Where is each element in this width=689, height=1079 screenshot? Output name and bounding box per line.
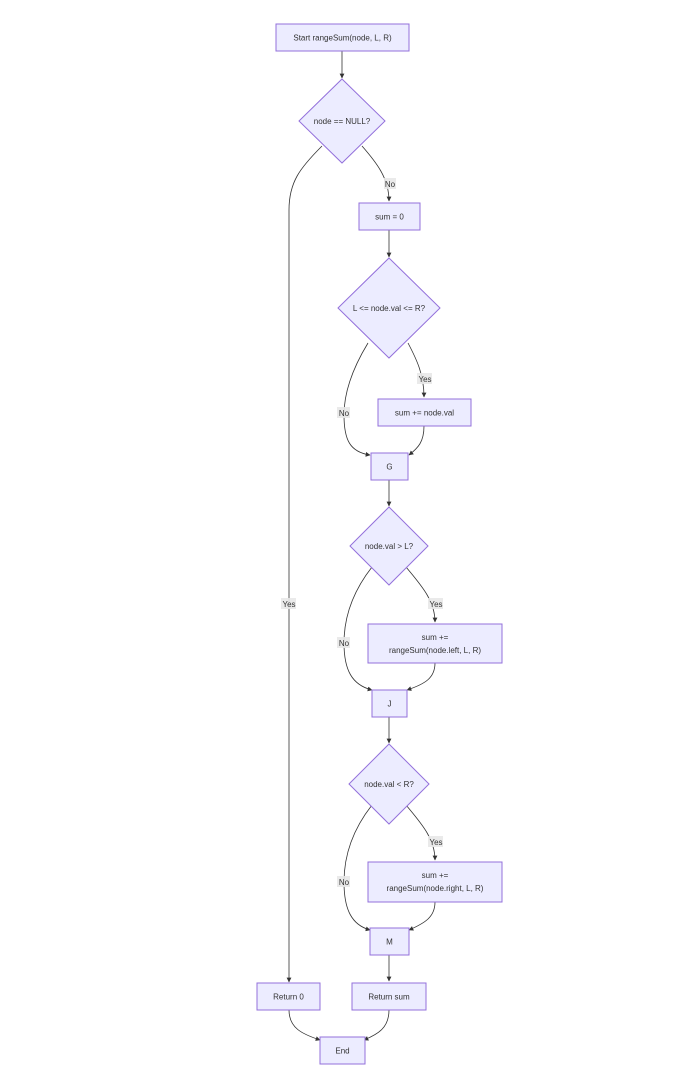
edge-label-text: No [339,639,350,648]
m-junction-node: M [369,927,410,956]
add-left-node: sum += rangeSum(node.left, L, R) [367,623,503,664]
ltr-check-decision: node.val < R? [348,743,430,825]
edge-label-text: Yes [282,600,295,609]
range-check-label: L <= node.val <= R? [353,304,426,313]
end-node: End [319,1036,366,1065]
return-sum-label: Return sum [368,993,410,1002]
add-val-label: sum += node.val [395,409,454,418]
edge-null-yes-to-return-zero [286,145,323,983]
edge-label-range-yes: Yes [417,373,432,384]
edge-label-ltr-no: No [337,876,350,887]
j-junction-label: J [388,700,392,709]
add-left-label-line2: rangeSum(node.left, L, R) [389,646,481,655]
m-junction-label: M [386,938,393,947]
edge-return-zero-to-end [288,1009,321,1041]
sum-init-label: sum = 0 [375,213,404,222]
edge-label-text: Yes [429,838,442,847]
add-right-label-line2: rangeSum(node.right, L, R) [387,884,484,893]
edge-ltr-yes-to-add-right [405,804,438,861]
return-zero-label: Return 0 [273,993,304,1002]
ltr-check-label: node.val < R? [364,780,414,789]
edge-label-ltr-yes: Yes [428,836,443,847]
edge-range-no-to-g [343,342,371,457]
edge-label-text: Yes [429,600,442,609]
edge-add-val-to-g [408,425,425,456]
range-check-decision: L <= node.val <= R? [337,257,441,359]
edge-gtl-yes-to-add-left [405,566,438,623]
edge-return-sum-to-end [363,1009,390,1041]
start-node: Start rangeSum(node, L, R) [275,23,410,52]
edge-add-right-to-m [408,901,436,931]
add-left-label-line1: sum += [422,633,449,642]
edge-add-left-to-j [406,662,436,691]
return-zero-node: Return 0 [256,982,321,1011]
j-junction-node: J [371,689,408,718]
gtl-check-label: node.val > L? [365,542,414,551]
sum-init-node: sum = 0 [358,202,421,231]
null-check-decision: node == NULL? [298,78,386,164]
edge-label-range-no: No [337,407,350,418]
edge-label-gtl-yes: Yes [428,598,443,609]
edge-label-null-no: No [384,178,396,189]
end-node-label: End [335,1047,349,1056]
edge-label-null-yes: Yes [281,598,296,609]
g-junction-node: G [370,452,409,481]
null-check-label: node == NULL? [314,117,371,126]
edge-labels: No Yes Yes No Yes No Yes No [281,178,443,887]
g-junction-label: G [386,463,392,472]
edge-label-text: No [385,180,396,189]
edge-label-text: Yes [418,375,431,384]
edge-label-text: No [339,409,350,418]
edge-label-gtl-no: No [337,637,350,648]
edge-label-text: No [339,878,350,887]
add-val-node: sum += node.val [377,398,472,427]
edge-range-yes-to-add-val [407,342,427,398]
start-node-label: Start rangeSum(node, L, R) [293,34,392,43]
nodes: Start rangeSum(node, L, R) node == NULL?… [256,23,503,1065]
gtl-check-decision: node.val > L? [349,506,429,586]
add-right-label-line1: sum += [422,871,449,880]
edge-null-no-to-sum-init [361,145,392,202]
add-right-node: sum += rangeSum(node.right, L, R) [367,861,503,903]
return-sum-node: Return sum [351,982,427,1011]
